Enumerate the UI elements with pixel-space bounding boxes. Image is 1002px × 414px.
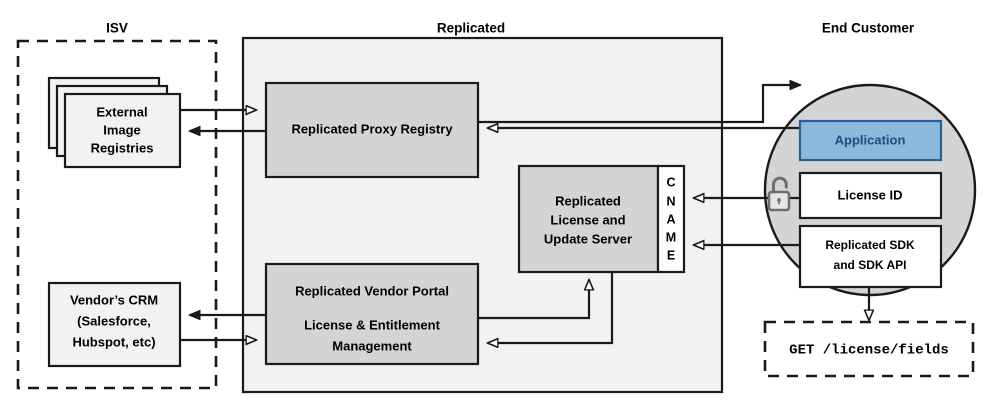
registries-label-line-2: Image xyxy=(103,122,141,137)
proxy-registry-face xyxy=(264,81,480,179)
cname-letter-n: N xyxy=(666,194,675,208)
edge-vendor-portal-to-license-server xyxy=(478,280,589,320)
vendor-portal-label-line-1: Replicated Vendor Portal xyxy=(295,283,449,298)
license-server-face xyxy=(517,164,660,274)
license-server-label-line-3: Update Server xyxy=(544,231,632,246)
license-server-label-line-2: License and xyxy=(550,212,625,227)
vendors-crm-label-line-2: (Salesforce, xyxy=(77,313,151,328)
node-vendors-crm[interactable]: Vendor’s CRM (Salesforce, Hubspot, etc) xyxy=(47,281,182,368)
vendor-portal-label-line-2: License & Entitlement xyxy=(304,317,440,332)
registries-label-line-3: Registries xyxy=(91,140,154,155)
proxy-registry-label: Replicated Proxy Registry xyxy=(291,121,453,136)
vendor-portal-face xyxy=(264,262,480,366)
zone-title-end-customer: End Customer xyxy=(822,21,915,36)
node-application[interactable]: Application xyxy=(798,119,943,162)
zone-title-isv: ISV xyxy=(106,21,128,36)
vendors-crm-face xyxy=(47,281,182,368)
cname-strip-face xyxy=(656,164,686,274)
registries-label-line-1: External xyxy=(96,104,147,119)
edge-license-server-to-vendor-portal xyxy=(488,272,614,343)
node-vendor-portal[interactable]: Replicated Vendor Portal License & Entit… xyxy=(264,262,480,366)
api-request-boundary xyxy=(763,320,975,378)
node-license-update-server[interactable]: Replicated License and Update Server xyxy=(517,164,660,274)
vendor-portal-label-line-3: Management xyxy=(332,338,412,353)
zone-title-replicated: Replicated xyxy=(437,21,505,36)
node-proxy-registry[interactable]: Replicated Proxy Registry xyxy=(264,81,480,179)
zone-boundary-isv xyxy=(16,39,218,390)
cname-letter-e: E xyxy=(667,248,675,262)
replicated-sdk-label-line-1: Replicated SDK xyxy=(825,238,915,252)
cname-letter-c: C xyxy=(666,175,675,189)
cname-letter-a: A xyxy=(666,212,675,226)
registries-front-face xyxy=(63,92,182,169)
replicated-sdk-label-line-2: and SDK API xyxy=(834,258,907,272)
vendors-crm-label-line-3: Hubspot, etc) xyxy=(72,334,155,349)
license-id-face xyxy=(798,171,943,220)
node-license-id[interactable]: License ID xyxy=(798,171,943,220)
application-label: Application xyxy=(835,132,906,147)
edge-proxy-registry-to-application xyxy=(478,85,800,124)
node-api-request[interactable]: GET /license/fields xyxy=(763,320,975,378)
vendors-crm-label-line-1: Vendor’s CRM xyxy=(70,292,158,307)
api-request-label: GET /license/fields xyxy=(789,343,949,359)
unlock-icon xyxy=(767,176,791,212)
replicated-sdk-face xyxy=(798,224,943,289)
license-id-label: License ID xyxy=(837,187,902,202)
cname-letter-m: M xyxy=(666,230,676,244)
node-replicated-sdk[interactable]: Replicated SDK and SDK API xyxy=(798,224,943,289)
node-cname-strip[interactable]: C N A M E xyxy=(656,164,686,274)
application-face xyxy=(798,119,943,162)
node-external-image-registries[interactable]: External Image Registries xyxy=(63,92,182,169)
license-server-label-line-1: Replicated xyxy=(555,193,621,208)
